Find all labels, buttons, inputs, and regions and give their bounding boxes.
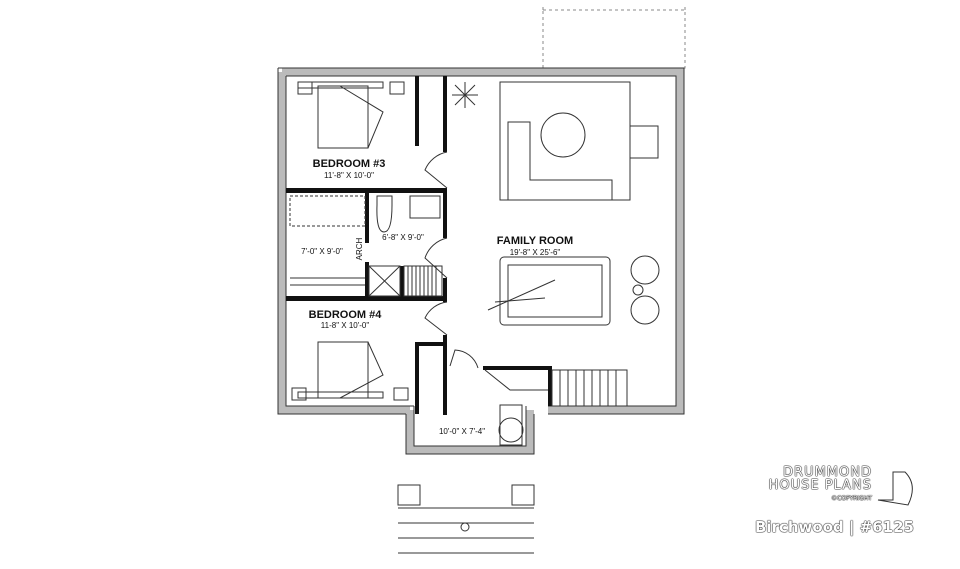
arch-label: ARCH	[355, 237, 364, 260]
laundry-size: 7'-0" X 9'-0"	[301, 247, 343, 256]
doors	[424, 151, 479, 369]
model-name: Birchwood | #6125	[755, 518, 914, 536]
room-labels: BEDROOM #3 11'-8" X 10'-0" BEDROOM #4 11…	[301, 158, 573, 436]
brand-copyright: ©COPYRIGHT	[831, 495, 872, 502]
bedroom4-name: BEDROOM #4	[309, 309, 383, 321]
entry-size: 10'-0" X 7'-4"	[439, 427, 485, 436]
bedroom4-size: 11-8" X 10'-0"	[321, 321, 370, 330]
family-room-size: 19'-8" X 25'-6"	[510, 248, 561, 257]
stairs	[403, 265, 628, 407]
bedroom3-name: BEDROOM #3	[313, 158, 386, 170]
furniture	[289, 81, 660, 554]
exterior-walls	[277, 67, 685, 455]
brand-line1: DRUMMOND	[783, 465, 872, 480]
family-room-name: FAMILY ROOM	[497, 235, 573, 247]
bedroom3-size: 11'-8" X 10'-0"	[324, 171, 374, 180]
brand-line2: HOUSE PLANS	[768, 478, 872, 493]
porch-outline	[542, 4, 686, 69]
brand-logo: DRUMMOND HOUSE PLANS ©COPYRIGHT	[769, 466, 872, 505]
bathroom-size: 6'-8" X 9'-0"	[382, 233, 424, 242]
interior-walls	[286, 76, 552, 415]
logo-mark	[877, 471, 913, 506]
